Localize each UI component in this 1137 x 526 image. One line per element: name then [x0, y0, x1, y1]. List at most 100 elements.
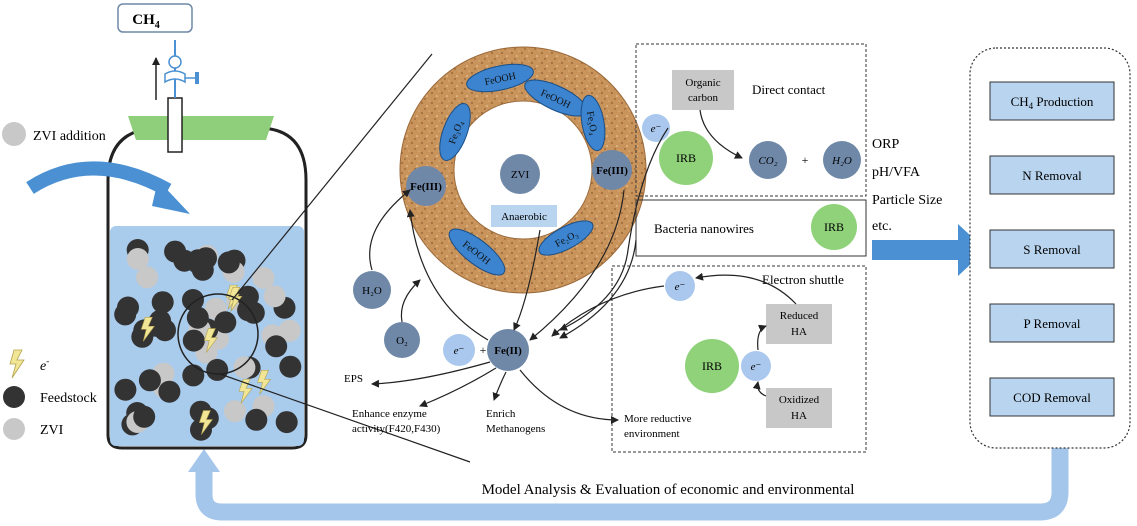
- outcome-ch4-main: CH: [1011, 94, 1029, 109]
- lightning-icon: [203, 328, 218, 353]
- outcomes-panel: CH4 Production N Removal S Removal P Rem…: [969, 47, 1131, 449]
- electron-mid-label: e⁻: [751, 361, 762, 373]
- reactor-particle: [138, 369, 161, 392]
- zvi-core-label: ZVI: [511, 169, 530, 181]
- svg-text:CH4 Production: CH4 Production: [1011, 94, 1094, 111]
- plus-dc: +: [802, 153, 809, 167]
- reactor-particle: [182, 329, 205, 352]
- reduced-label-2: HA: [791, 326, 807, 338]
- reactor-particle: [223, 400, 246, 423]
- reactor-particle: [245, 408, 268, 431]
- reactor-particle: [126, 248, 149, 270]
- irb-node-es: [685, 339, 739, 393]
- reactor-particle: [136, 266, 158, 289]
- oxidized-ha-box: [766, 388, 832, 428]
- reactor-particle: [214, 311, 237, 334]
- reactor-particle: [217, 251, 240, 274]
- gas-pipe: [167, 97, 183, 153]
- lightning-icon: [228, 286, 243, 312]
- oxidized-label-2: HA: [791, 410, 807, 422]
- electron-node-mid: [741, 351, 771, 381]
- factors-arrow: [872, 224, 986, 276]
- reactor-particle: [151, 291, 174, 314]
- factor-particle: Particle Size: [872, 193, 942, 208]
- eps-label: EPS: [344, 373, 363, 385]
- enzyme-label-1: Enhance enzyme: [352, 408, 427, 420]
- ch4-box: [117, 3, 193, 33]
- factor-etc: etc.: [872, 219, 892, 234]
- legend-feedstock: Feedstock: [40, 391, 97, 406]
- fe3-right-node: [592, 150, 632, 190]
- factor-ph: pH/VFA: [872, 165, 921, 180]
- outcome-cod-box: [989, 377, 1115, 417]
- methanogens-label-1: Enrich: [486, 408, 516, 420]
- nanowires-panel: Bacteria nanowires IRB: [559, 199, 867, 339]
- reductive-label-1: More reductive: [624, 413, 692, 425]
- irb-dc-label: IRB: [676, 151, 696, 165]
- reactor-particle: [278, 319, 301, 342]
- h2o-node: [353, 271, 391, 309]
- outcome-ch4-rest: Production: [1033, 94, 1094, 109]
- legend: e- Feedstock ZVI: [3, 349, 97, 440]
- factor-orp: ORP: [872, 137, 899, 152]
- fe2-node: [487, 329, 529, 371]
- outcome-n-box: [989, 155, 1115, 195]
- outcome-ch4-box: [989, 81, 1115, 121]
- zvi-particle-ring: FeOOH FeOOH Fe₃O₄ Fe₃O₄ Fe₂O₃ FeOOH Fe(I…: [399, 46, 647, 294]
- outcome-p-box: [989, 303, 1115, 343]
- zoom-line-bottom: [219, 373, 471, 463]
- legend-electron: e: [40, 359, 46, 374]
- zvi-addition-dot: [2, 122, 26, 146]
- zvi-core-node: [500, 154, 540, 194]
- zvi-dot: [3, 418, 25, 440]
- shuttle-title: Electron shuttle: [762, 272, 844, 287]
- electron-node-fe2: [443, 334, 475, 366]
- reactor-lid: [128, 116, 274, 140]
- reactor-particle: [182, 364, 205, 387]
- lightning-icon: [238, 379, 253, 404]
- co2-node: [749, 141, 787, 179]
- organic-label-1: Organic: [685, 77, 720, 89]
- feedstock-dot: [3, 386, 25, 408]
- lightning-icon: [198, 410, 213, 435]
- fe3-left-label: Fe(III): [410, 181, 442, 193]
- lightning-icon: [9, 349, 25, 379]
- electron-fe2-label: e⁻: [454, 345, 465, 357]
- electron-shuttle-panel: Electron shuttle e⁻ Reduced HA IRB e⁻ Ox…: [551, 265, 867, 453]
- ch4-sub: 4: [155, 20, 160, 31]
- reactor-particle: [158, 380, 181, 403]
- legend-electron-sup: -: [46, 356, 49, 366]
- irb-node-nw: [811, 204, 857, 250]
- reactor-particles: [114, 239, 302, 441]
- fe3o4-right: Fe₃O₄: [584, 110, 599, 136]
- reactor-particle: [206, 358, 229, 381]
- electron-dc-label: e⁻: [651, 123, 662, 135]
- reactor-particle: [133, 405, 156, 428]
- o2-node: [384, 322, 420, 358]
- outcome-p-label: P Removal: [1024, 316, 1081, 331]
- bottom-label: Model Analysis & Evaluation of economic …: [482, 482, 855, 498]
- zvi-addition-label: ZVI addition: [33, 129, 106, 144]
- o2-label: O₂: [396, 335, 408, 347]
- reactor-particle: [233, 356, 256, 379]
- fe3-left-node: [406, 166, 446, 206]
- magnify-lens: [177, 293, 259, 375]
- valve-icon: [168, 55, 182, 69]
- organic-carbon-box: [672, 70, 734, 110]
- enzyme-label-2: activity(F420,F430): [352, 423, 441, 435]
- reactor-particle: [164, 240, 187, 263]
- plus-fe2: +: [480, 343, 487, 357]
- reactor-particle: [275, 411, 298, 434]
- reduced-ha-box: [766, 304, 832, 344]
- fe3-right-label: Fe(III): [596, 165, 628, 177]
- lightning-icon: [140, 317, 155, 342]
- anaerobic-label: Anaerobic: [501, 211, 547, 223]
- nanowires-label: Bacteria nanowires: [654, 221, 754, 236]
- reactor-particle: [263, 285, 286, 308]
- feedback-arrow: [195, 448, 1069, 521]
- reactor-particle: [252, 267, 275, 289]
- reactor-particle: [237, 299, 260, 322]
- anaerobic-box: [491, 205, 557, 227]
- h2o-node-dc: [823, 141, 861, 179]
